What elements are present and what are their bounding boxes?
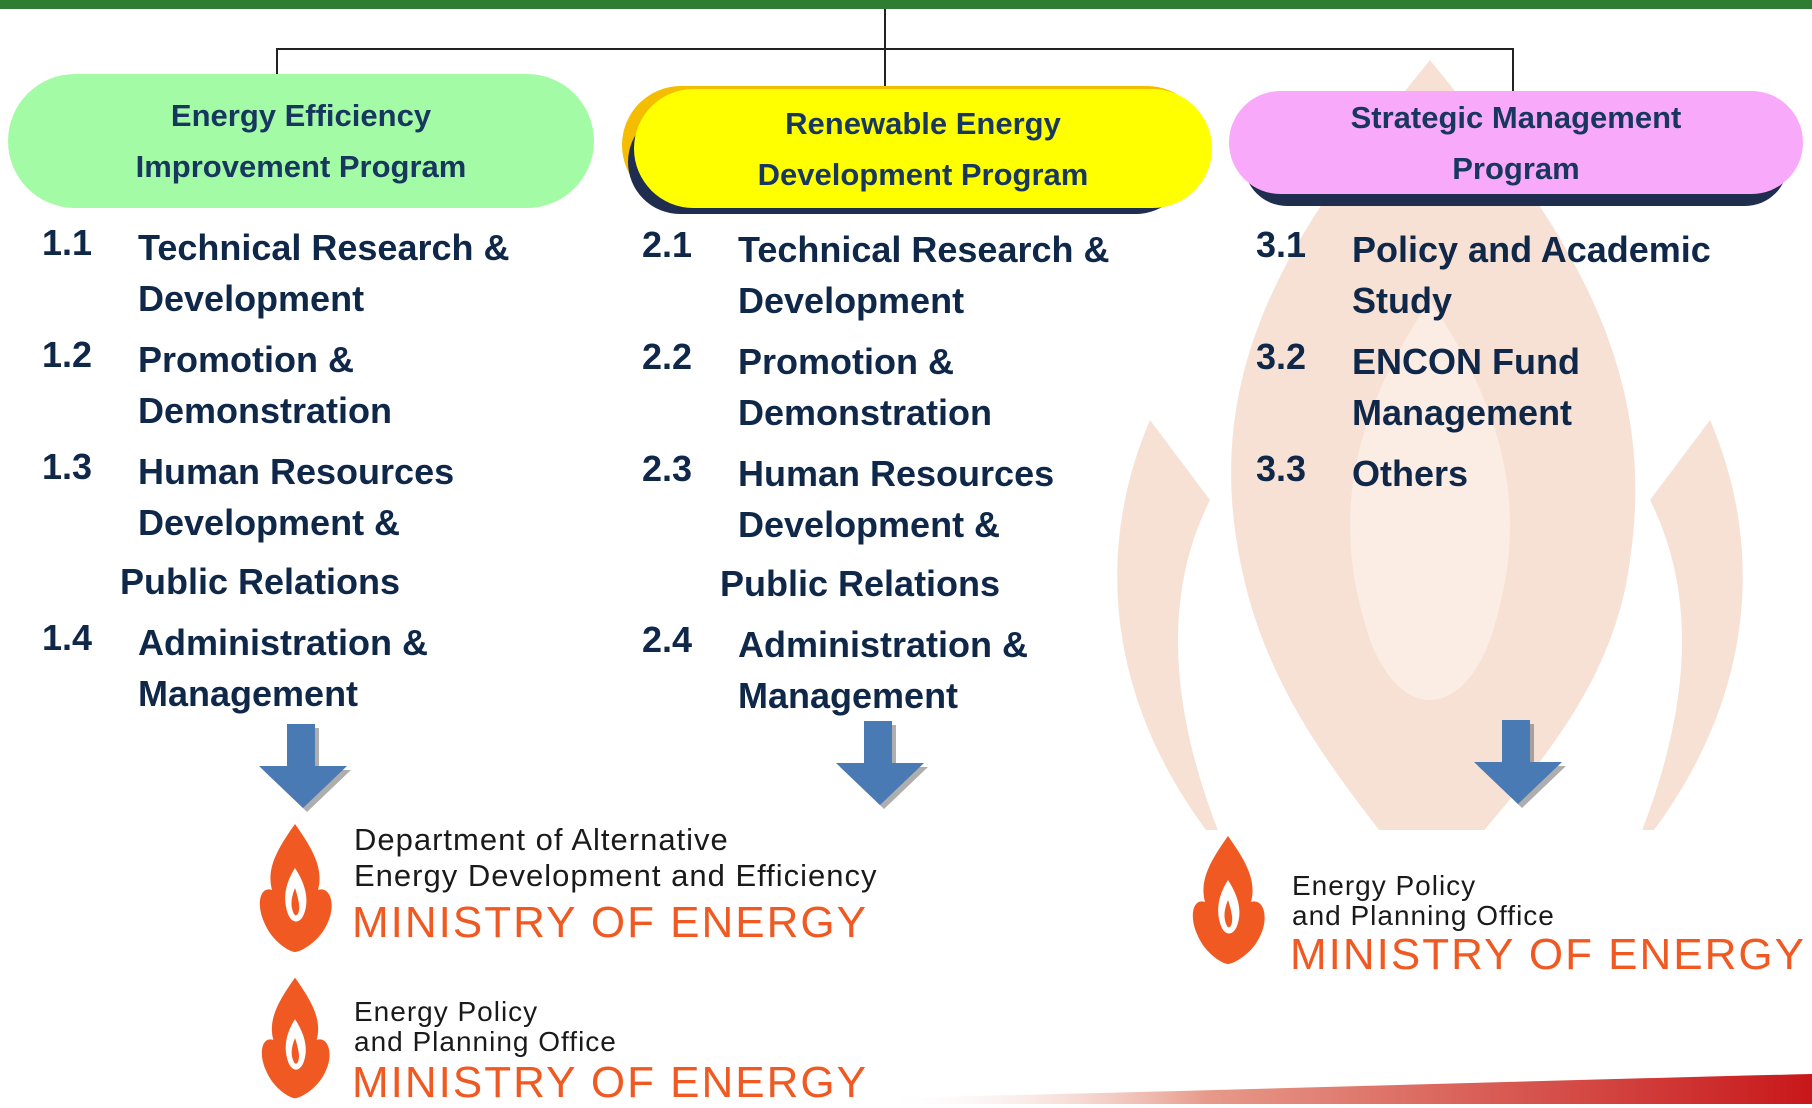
list-item: 3.3 Others (1256, 448, 1776, 499)
down-arrow-icon (1474, 720, 1566, 808)
strategic-management-item-list: 3.1 Policy and Academic Study 3.2 ENCON … (1256, 224, 1776, 499)
list-item: 1.4 Administration & Management (42, 617, 562, 719)
list-item: 3.1 Policy and Academic Study (1256, 224, 1776, 326)
logo-text-line1: Energy Policy (354, 996, 539, 1027)
list-item: 1.1 Technical Research & Development (42, 222, 562, 324)
item-text: Others (1352, 453, 1469, 494)
energy-efficiency-program-title: Energy Efficiency Improvement Program (135, 98, 467, 184)
ministry-flame-icon (259, 824, 332, 952)
item-text: Administration & Management (138, 622, 429, 714)
strategic-management-program-pill: Strategic Management Program (1229, 91, 1803, 194)
connector-horizontal (276, 48, 1514, 50)
background-flame-watermark (1117, 60, 1743, 900)
list-item: 1.3 Human Resources Development & Public… (42, 446, 562, 607)
logo-text-line1: Department of Alternative (354, 822, 729, 857)
eppo-ministry-of-energy-logo: Energy Policy and Planning Office MINIST… (250, 972, 880, 1107)
bottom-decoration-stripe (880, 1074, 1812, 1104)
ministry-flame-icon (1192, 836, 1265, 964)
renewable-energy-program-title: Renewable Energy Development Program (757, 105, 1089, 192)
item-text: Administration & Management (738, 624, 1029, 716)
list-item: 2.4 Administration & Management (642, 619, 1162, 721)
item-text-continuation: Public Relations (720, 563, 1001, 604)
energy-efficiency-program-pill: Energy Efficiency Improvement Program (8, 74, 594, 208)
item-number: 2.4 (642, 619, 693, 660)
energy-efficiency-item-list: 1.1 Technical Research & Development 1.2… (42, 222, 562, 719)
renewable-energy-program-pill: Renewable Energy Development Program (634, 89, 1212, 208)
item-number: 2.1 (642, 224, 693, 265)
item-number: 1.1 (42, 222, 93, 263)
item-number: 1.3 (42, 446, 93, 487)
item-text: Human Resources Development & (138, 451, 455, 543)
list-item: 2.1 Technical Research & Development (642, 224, 1162, 326)
ministry-flame-icon (261, 977, 330, 1099)
down-arrow-icon (836, 721, 928, 809)
item-text: Technical Research & Development (138, 227, 510, 319)
logo-text-line2: Energy Development and Efficiency (354, 858, 878, 893)
top-bar (0, 0, 1812, 9)
item-number: 3.2 (1256, 336, 1307, 377)
item-number: 2.2 (642, 336, 693, 377)
connector-right-drop (1512, 48, 1514, 92)
item-number: 3.3 (1256, 448, 1307, 489)
item-number: 2.3 (642, 448, 693, 489)
list-item: 2.2 Promotion & Demonstration (642, 336, 1162, 438)
eppo-ministry-of-energy-logo: Energy Policy and Planning Office MINIST… (1180, 830, 1812, 980)
item-number: 1.2 (42, 334, 93, 375)
strategic-management-program-title: Strategic Management Program (1350, 99, 1682, 186)
item-text: ENCON Fund Management (1352, 341, 1580, 433)
logo-text-line2: and Planning Office (1292, 900, 1555, 931)
list-item: 3.2 ENCON Fund Management (1256, 336, 1776, 438)
connector-left-drop (276, 48, 278, 76)
logo-ministry-text: MINISTRY OF ENERGY (352, 898, 869, 947)
item-text-continuation: Public Relations (120, 561, 401, 602)
item-text: Human Resources Development & (738, 453, 1055, 545)
down-arrow-icon (259, 724, 351, 812)
list-item: 2.3 Human Resources Development & Public… (642, 448, 1162, 609)
logo-ministry-text: MINISTRY OF ENERGY (1290, 930, 1807, 979)
item-text: Promotion & Demonstration (738, 341, 993, 433)
renewable-energy-item-list: 2.1 Technical Research & Development 2.2… (642, 224, 1162, 721)
logo-text-line1: Energy Policy (1292, 870, 1477, 901)
item-number: 3.1 (1256, 224, 1307, 265)
item-text: Promotion & Demonstration (138, 339, 393, 431)
logo-ministry-text: MINISTRY OF ENERGY (352, 1058, 869, 1107)
item-text: Policy and Academic Study (1352, 229, 1711, 321)
dede-ministry-of-energy-logo: Department of Alternative Energy Develop… (250, 818, 960, 958)
item-text: Technical Research & Development (738, 229, 1110, 321)
list-item: 1.2 Promotion & Demonstration (42, 334, 562, 436)
item-number: 1.4 (42, 617, 93, 658)
logo-text-line2: and Planning Office (354, 1026, 617, 1057)
